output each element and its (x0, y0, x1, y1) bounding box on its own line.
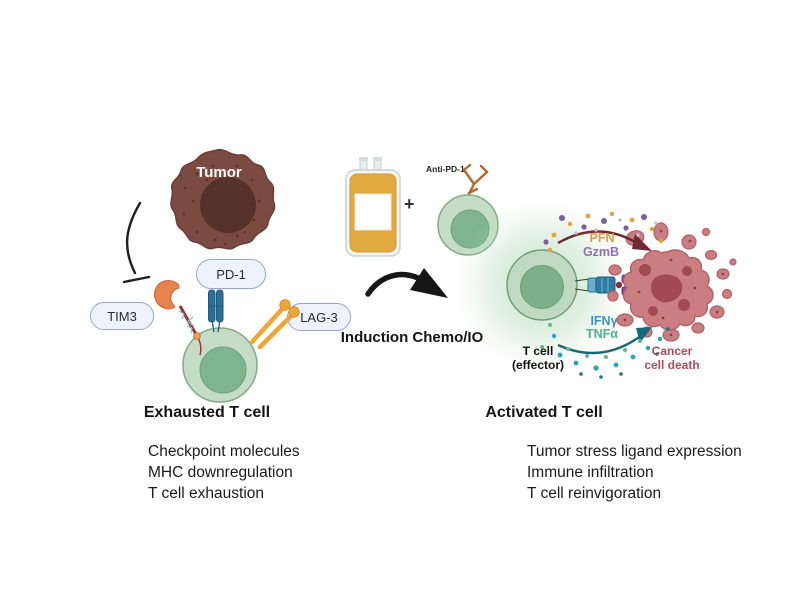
tumor-nucleus (200, 177, 256, 233)
gzmb-label: GzmB (582, 245, 620, 259)
lag3-receptor-icon (249, 299, 300, 350)
activated-feature-list: Tumor stress ligand expression Immune in… (527, 441, 742, 504)
tnfa-label: TNFα (586, 327, 618, 341)
cancer-cell-death-label: Cancer cell death (644, 344, 700, 372)
pfn-granule-dots (547, 211, 664, 253)
tumor-speckles (179, 164, 261, 246)
pfn-gzmb-arrow-icon (557, 230, 652, 251)
feature-item: T cell reinvigoration (527, 485, 662, 502)
cytokine-arrows-layer (540, 211, 670, 379)
feature-item: Immune infiltration (527, 464, 654, 481)
pd1-pill: PD-1 (196, 259, 266, 289)
iv-bag-icon (345, 157, 401, 257)
exhausted-tcell-nucleus (199, 346, 247, 394)
pd1-pill-label: PD-1 (216, 266, 246, 282)
exhausted-tcell-icon (153, 280, 300, 403)
darkteal-cytokine-dots (579, 327, 670, 379)
activated-tcell-title: Activated T cell (485, 404, 603, 421)
gray-granule-dots (574, 218, 658, 237)
pfn-label: PFN (589, 231, 615, 245)
exhausted-feature-list: Checkpoint molecules MHC downregulation … (148, 441, 300, 504)
ifng-label: IFNγ (590, 314, 618, 328)
anti-pd1-caption: Anti-PD-1 (426, 164, 465, 174)
plus-sign: + (404, 194, 415, 214)
feature-item: MHC downregulation (148, 464, 293, 481)
tumor-label: Tumor (196, 164, 242, 181)
teal-cytokine-dots (551, 333, 663, 371)
tumor-icon (170, 148, 276, 250)
gzmb-granule-dots (543, 214, 647, 245)
inhibition-arrow-icon (122, 201, 151, 284)
activated-tcell-nucleus (520, 265, 564, 309)
green-cytokine-dots (540, 323, 642, 359)
cancer-cell-inner-patches (639, 264, 692, 316)
induction-label: Induction Chemo/IO (340, 329, 484, 346)
tim3-pill-label: TIM3 (107, 308, 137, 324)
feature-item: Checkpoint molecules (148, 443, 300, 460)
induction-arrow-icon (365, 268, 448, 298)
tim3-pill: TIM3 (90, 302, 154, 330)
activated-tcell-icon (506, 249, 646, 321)
tim3-receptor-icon (153, 280, 202, 356)
effector-tcell-label: T cell (effector) (511, 344, 564, 372)
cancer-cell-icon (607, 222, 737, 342)
feature-item: T cell exhaustion (148, 485, 265, 502)
iv-bag-blank-label (354, 193, 392, 231)
exhausted-tcell-title: Exhausted T cell (143, 404, 271, 421)
pd1-receptor-icon (208, 289, 224, 333)
lag3-pill-label: LAG-3 (300, 309, 338, 325)
feature-item: Tumor stress ligand expression (527, 443, 742, 460)
